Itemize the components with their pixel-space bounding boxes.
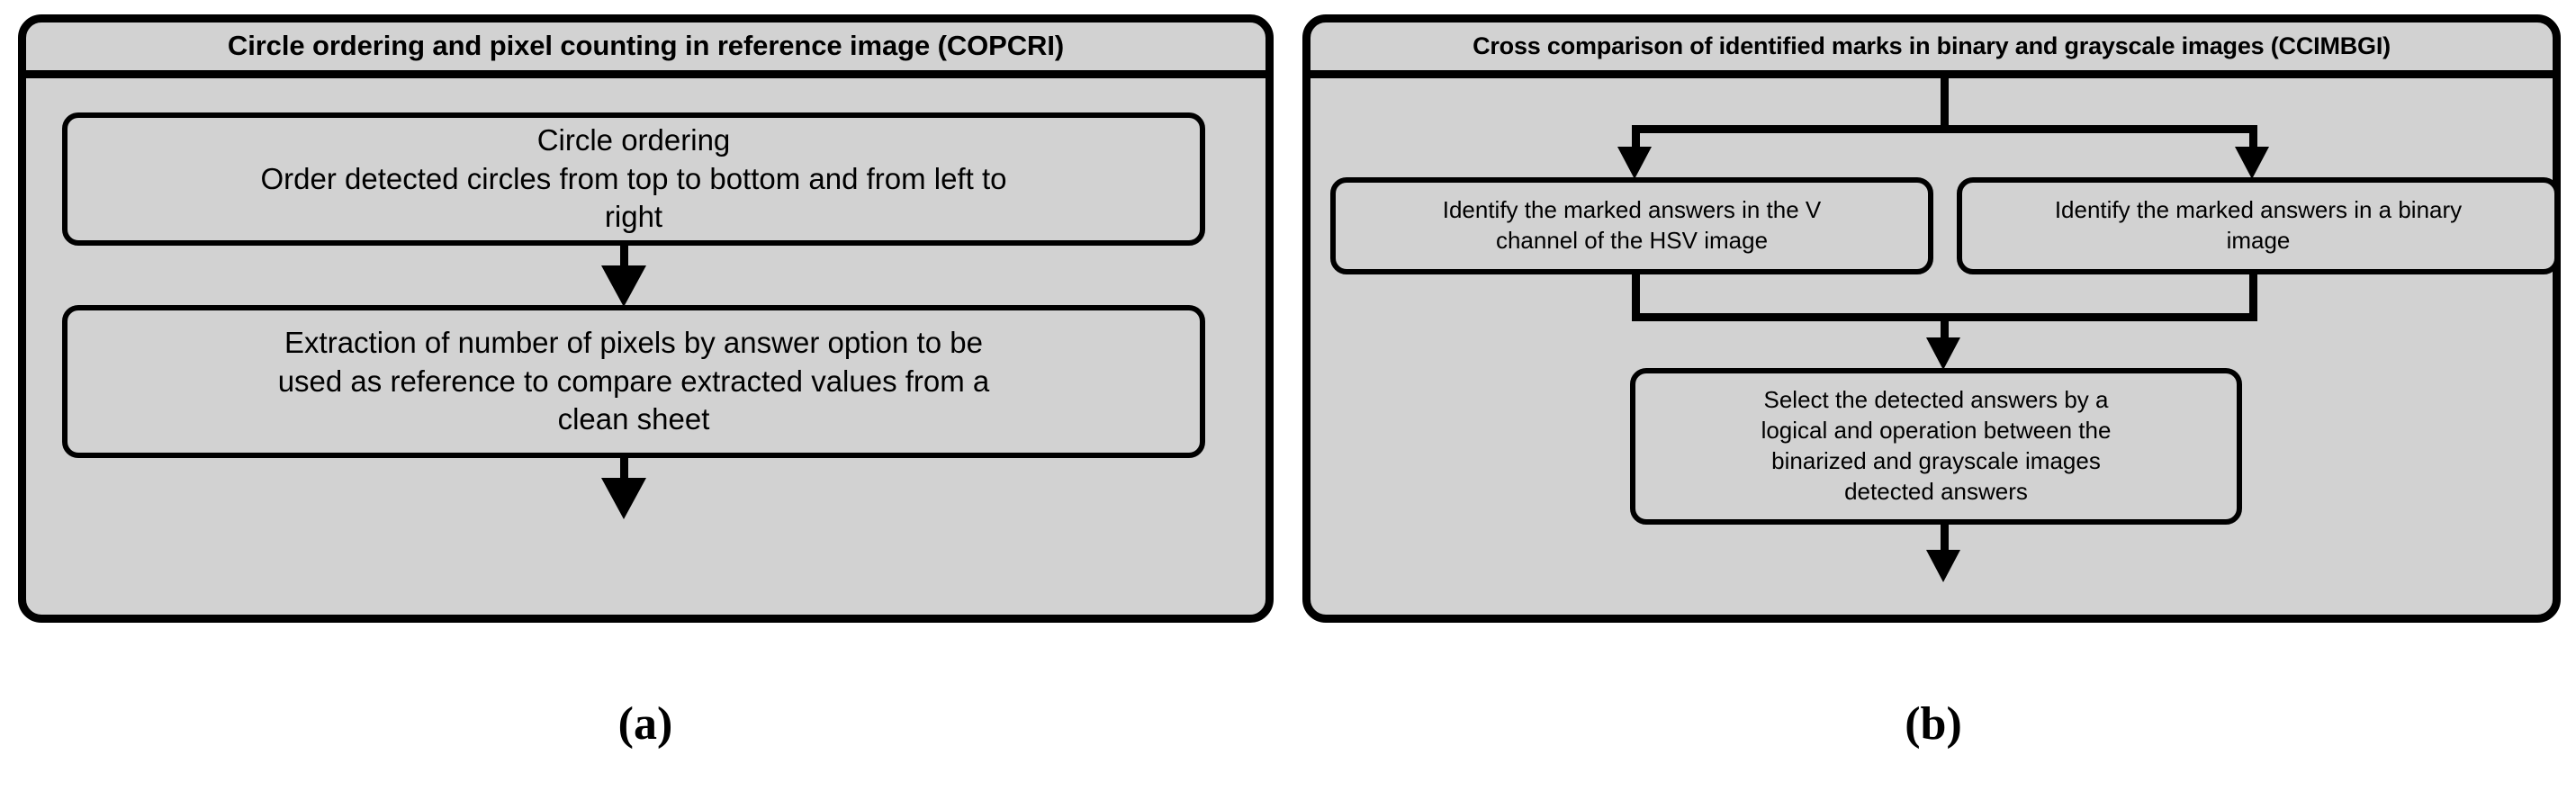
arrow-to-logical-and-head (1926, 337, 1960, 370)
panel-copcri: Circle ordering and pixel counting in re… (18, 14, 1274, 623)
node-hsv-v-channel: Identify the marked answers in the V cha… (1330, 177, 1933, 274)
branch-left-stem (1632, 125, 1640, 156)
panel-ccimbgi: Cross comparison of identified marks in … (1302, 14, 2561, 623)
node-logical-and-line-3: binarized and grayscale images (1771, 447, 2101, 474)
node-pixel-extraction-line-1: Extraction of number of pixels by answer… (284, 325, 983, 359)
node-logical-and-line-2: logical and operation between the (1761, 417, 2112, 445)
arrow-extraction-exit-head (601, 478, 646, 519)
panel-copcri-header-text: Circle ordering and pixel counting in re… (227, 30, 1065, 62)
panel-ccimbgi-header: Cross comparison of identified marks in … (1311, 22, 2553, 78)
arrow-to-hsv-head (1617, 147, 1652, 179)
node-hsv-v-channel-line-2: channel of the HSV image (1495, 227, 1769, 254)
merge-right-stem (2249, 274, 2257, 321)
split-bar (1632, 125, 2257, 133)
node-hsv-v-channel-line-1: Identify the marked answers in the V (1442, 196, 1822, 224)
branch-right-stem (2249, 125, 2257, 156)
node-pixel-extraction: Extraction of number of pixels by answer… (62, 305, 1205, 458)
node-pixel-extraction-line-2: used as reference to compare extracted v… (277, 364, 990, 398)
node-pixel-extraction-line-3: clean sheet (557, 402, 710, 436)
panel-ccimbgi-header-text: Cross comparison of identified marks in … (1473, 32, 2391, 60)
arrow-to-logical-and-stem (1941, 313, 1949, 349)
node-binary-image: Identify the marked answers in a binary … (1957, 177, 2560, 274)
node-logical-and: Select the detected answers by a logical… (1630, 368, 2242, 525)
caption-b: (b) (1905, 698, 1962, 750)
panel-copcri-header: Circle ordering and pixel counting in re… (26, 22, 1265, 78)
panel-copcri-body: Circle ordering Order detected circles f… (26, 78, 1265, 615)
caption-a: (a) (617, 698, 673, 750)
panel-ccimbgi-body: Identify the marked answers in the V cha… (1311, 78, 2560, 615)
node-logical-and-line-4: detected answers (1844, 477, 2028, 505)
merge-left-stem (1632, 274, 1640, 321)
node-circle-ordering (62, 112, 1205, 246)
arrow-to-binary-head (2235, 147, 2269, 179)
node-logical-and-line-1: Select the detected answers by a (1763, 386, 2109, 414)
entry-stem (1941, 78, 1949, 125)
arrow-ordering-to-extraction-stem (620, 246, 628, 282)
arrow-logical-and-exit-head (1926, 550, 1960, 582)
arrow-logical-and-exit-stem (1941, 525, 1949, 562)
arrow-extraction-exit-stem (620, 458, 628, 496)
arrow-ordering-to-extraction-head (601, 265, 646, 307)
node-binary-image-line-1: Identify the marked answers in a binary (2054, 196, 2463, 224)
node-binary-image-line-2: image (2226, 227, 2291, 254)
